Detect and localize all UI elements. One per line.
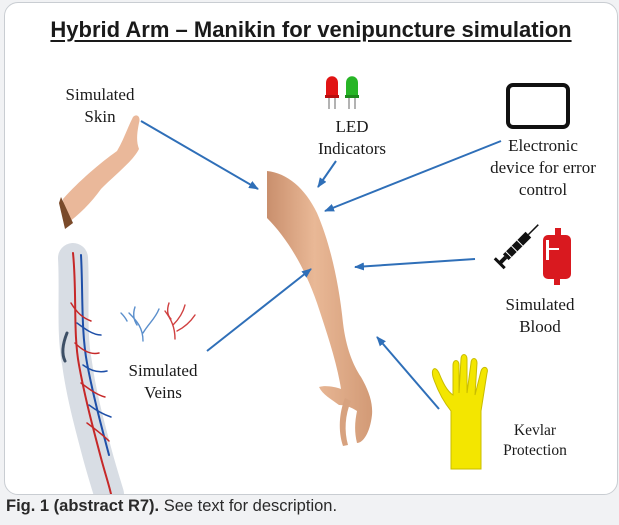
vein-branches-icon — [121, 303, 195, 341]
blood-bag-icon — [543, 228, 571, 285]
label-simulated-skin: Simulated Skin — [60, 84, 140, 128]
label-kevlar-protection: Kevlar Protection — [489, 421, 581, 461]
glove-icon — [432, 355, 487, 470]
syringe-icon — [494, 220, 543, 269]
led-green-icon — [345, 76, 359, 109]
arm-skin-icon — [59, 115, 140, 229]
led-red-icon — [325, 76, 339, 109]
figure-caption: Fig. 1 (abstract R7). See text for descr… — [6, 497, 337, 516]
figure-panel: Hybrid Arm – Manikin for venipuncture si… — [4, 2, 618, 495]
caption-figure-number: Fig. 1 (abstract R7). — [6, 497, 159, 515]
central-arm-image — [267, 171, 372, 446]
label-electronic-device: Electronic device for error control — [478, 135, 608, 201]
label-led-indicators: LED Indicators — [297, 116, 407, 160]
caption-text: See text for description. — [159, 497, 337, 515]
label-simulated-veins: Simulated Veins — [113, 360, 213, 404]
vein-anatomy-icon — [63, 253, 111, 494]
tablet-icon — [508, 85, 568, 127]
label-simulated-blood: Simulated Blood — [485, 294, 595, 338]
